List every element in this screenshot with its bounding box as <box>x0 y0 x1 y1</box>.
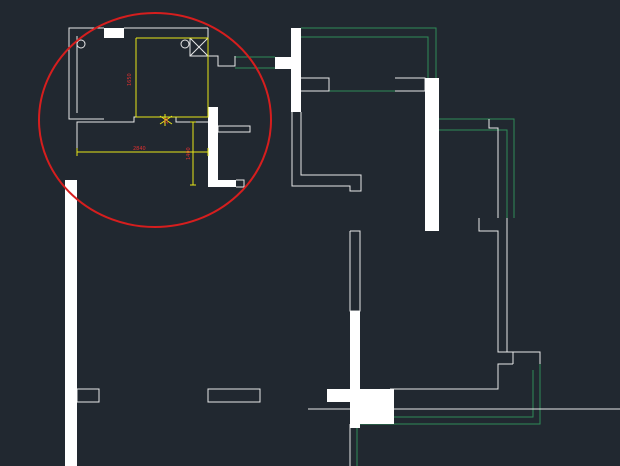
column-marker-left <box>76 39 86 49</box>
lower-mid-opening <box>207 388 261 403</box>
right-wing-lower-edge <box>506 231 541 364</box>
upper-central-ledge <box>275 57 301 69</box>
top-window-line-outer <box>301 27 437 78</box>
dimension-small-marker-2 <box>159 115 173 125</box>
upper-left-room-low-wall <box>76 116 208 154</box>
upper-central-column <box>291 28 301 112</box>
dimension-width-text: 2840 <box>133 146 146 152</box>
door-swing-cross-2 <box>189 37 209 57</box>
dimension-height-upper-text: 1650 <box>127 73 133 86</box>
central-lower-column <box>350 311 360 428</box>
right-window-line-inner <box>439 129 508 218</box>
column-marker-right <box>180 39 190 49</box>
top-window-line-inner <box>301 36 429 78</box>
right-column-wall <box>425 78 439 231</box>
central-corridor-wall <box>291 112 362 192</box>
upper-left-wall-block <box>104 28 124 38</box>
central-lower-block <box>350 389 394 424</box>
central-lower-ledge <box>327 389 354 402</box>
right-wing-lower-wall <box>390 363 513 390</box>
right-wing-inner-wall <box>478 218 514 364</box>
bottom-right-window-outer <box>360 364 541 425</box>
upper-left-pillar <box>208 107 218 187</box>
solid-walls <box>65 28 439 466</box>
wall-outlines <box>68 27 620 466</box>
dimension-small-text: 20 <box>164 118 170 124</box>
central-upper-wall <box>301 77 330 92</box>
dimension-height-lower-text: 1400 <box>186 147 192 160</box>
highlight-circle <box>38 12 272 228</box>
corner-stub <box>236 179 245 188</box>
right-wing-top-wall <box>488 119 499 218</box>
dimension-lines <box>76 37 209 186</box>
bottom-right-window-inner <box>394 370 534 418</box>
upper-left-pillar-foot <box>208 180 236 187</box>
right-window-line-outer <box>439 118 515 218</box>
window-lines <box>235 27 541 466</box>
upper-left-room-outline <box>68 27 104 120</box>
left-column-wall <box>65 180 77 466</box>
